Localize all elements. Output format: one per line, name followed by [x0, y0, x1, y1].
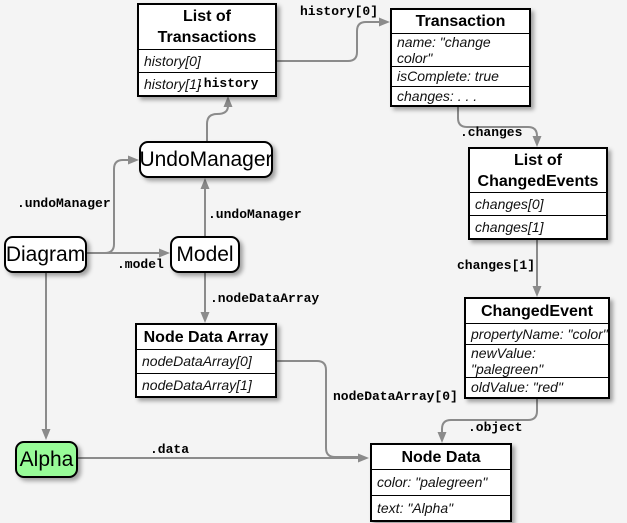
- record-row-color: color: "palegreen": [372, 469, 510, 495]
- arrowhead-transactions-bottom: [223, 96, 233, 107]
- arrowhead-model: [159, 248, 170, 258]
- edge-label-dot-undomanager-right: .undoManager: [208, 207, 302, 222]
- record-list-of-transactions[interactable]: List of Transactions history[0] history[…: [137, 3, 277, 97]
- record-title: List of Transactions: [157, 8, 257, 46]
- arrowhead-nodedata-top: [437, 432, 447, 443]
- record-row-nodedataarray1: nodeDataArray[1]: [137, 372, 275, 397]
- edge-undomanager-transactions[interactable]: [206, 105, 229, 141]
- arrowhead-undomanager-left: [128, 155, 139, 165]
- record-row-nodedataarray0: nodeDataArray[0]: [137, 349, 275, 373]
- node-label: Model: [176, 242, 234, 266]
- edge-label-dot-model: .model: [117, 257, 164, 272]
- record-title: Transaction: [415, 13, 506, 30]
- edge-label-dot-nodedataarray: .nodeDataArray: [210, 291, 320, 306]
- edge-changedevent-nodedata[interactable]: [441, 399, 538, 433]
- node-diagram[interactable]: Diagram: [4, 236, 87, 273]
- edge-label-dot-changes: .changes: [460, 125, 523, 140]
- edge-label-dot-object: .object: [468, 420, 523, 435]
- record-row-iscomplete: isComplete: true: [392, 66, 529, 86]
- node-label: Diagram: [5, 242, 86, 266]
- arrowhead-alpha-top: [41, 429, 51, 440]
- arrowhead-transaction-left: [379, 17, 390, 27]
- record-row-changes1: changes[1]: [470, 215, 606, 238]
- record-node-data[interactable]: Node Data color: "palegreen" text: "Alph…: [370, 443, 512, 522]
- record-changedevent[interactable]: ChangedEvent propertyName: "color" newVa…: [464, 297, 610, 399]
- arrowhead-nodedata-left: [358, 453, 369, 463]
- arrowhead-changedevents-top: [532, 136, 542, 147]
- record-row-oldvalue: oldValue: "red": [466, 376, 608, 397]
- edge-diagram-undomanager[interactable]: [87, 159, 129, 254]
- node-label: UndoManager: [139, 147, 273, 171]
- record-row-name: name: "change color": [392, 33, 529, 66]
- record-title: List of ChangedEvents: [477, 151, 599, 190]
- record-title: Node Data Array: [143, 328, 269, 346]
- node-model[interactable]: Model: [170, 236, 240, 273]
- edge-label-changes1: changes[1]: [457, 258, 536, 273]
- record-list-of-changedevents[interactable]: List of ChangedEvents changes[0] changes…: [468, 147, 608, 240]
- arrowhead-nodedataarray-top: [200, 312, 210, 323]
- node-undomanager[interactable]: UndoManager: [139, 141, 273, 178]
- edge-nodedataarray0-nodedata[interactable]: [277, 360, 360, 458]
- edge-label-nodedataarray0: nodeDataArray[0]: [333, 389, 458, 404]
- record-row-newvalue: newValue: "palegreen": [466, 343, 608, 377]
- edge-label-dot-history: .history: [196, 76, 259, 91]
- record-row-history1: history[1]: [139, 72, 275, 95]
- record-node-data-array[interactable]: Node Data Array nodeDataArray[0] nodeDat…: [135, 323, 277, 398]
- record-transaction[interactable]: Transaction name: "change color" isCompl…: [390, 8, 531, 107]
- edge-label-dot-data: .data: [150, 442, 190, 457]
- arrowhead-undomanager-bottom: [200, 178, 210, 189]
- record-row-history0: history[0]: [139, 49, 275, 72]
- record-row-text: text: "Alpha": [372, 494, 510, 520]
- node-label: Alpha: [19, 447, 74, 471]
- edge-label-dot-undomanager-left: .undoManager: [17, 196, 111, 211]
- record-row-changes0: changes[0]: [470, 192, 606, 215]
- node-alpha[interactable]: Alpha: [15, 441, 78, 478]
- record-row-changes: changes: . . .: [392, 85, 529, 105]
- edge-history0-transaction[interactable]: [277, 21, 380, 62]
- record-title: ChangedEvent: [480, 302, 593, 320]
- record-title: Node Data: [401, 448, 481, 466]
- edge-transaction-changedevents[interactable]: [457, 105, 538, 137]
- record-row-propertyname: propertyName: "color": [466, 323, 608, 344]
- edge-label-history0: history[0]: [300, 4, 379, 19]
- arrowhead-changedevent-top: [532, 286, 542, 297]
